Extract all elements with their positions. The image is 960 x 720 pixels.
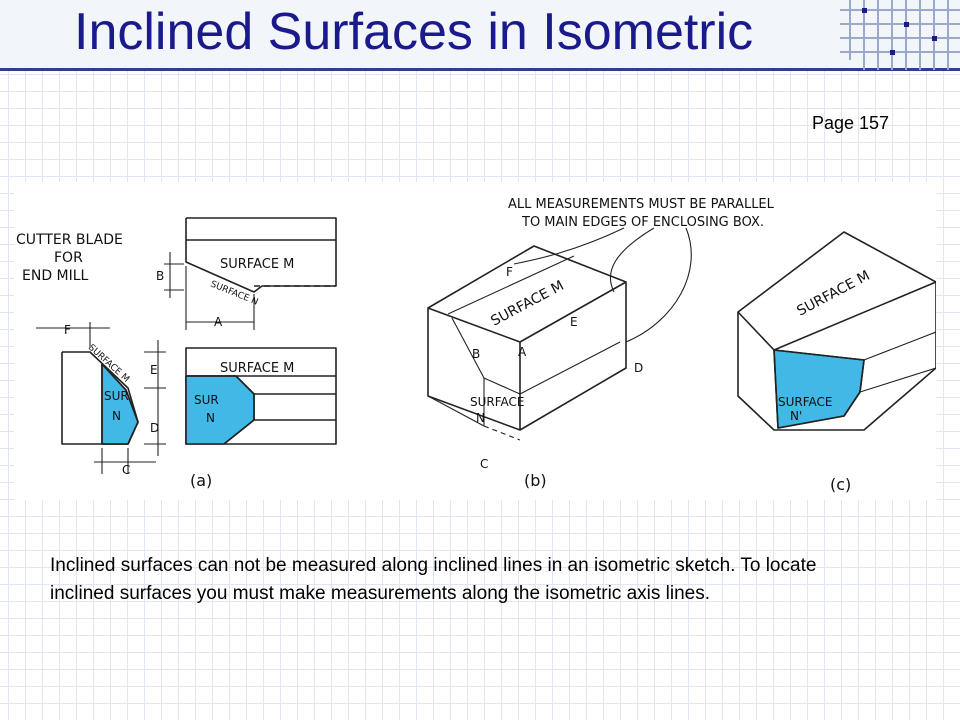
dim-d-label-b: D [634, 361, 643, 375]
corner-decoration [840, 0, 960, 70]
callout-line1: ALL MEASUREMENTS MUST BE PARALLEL [508, 197, 775, 212]
figure-drawing: CUTTER BLADE FOR END MILL SURFACE M SURF… [16, 197, 936, 494]
dim-c-label-b: C [480, 457, 488, 471]
part-label-line1: CUTTER BLADE [16, 232, 123, 248]
label-surface-m-front: SURFACE M [220, 361, 294, 376]
part-label-line3: END MILL [22, 268, 89, 284]
dim-d-label: D [150, 421, 159, 435]
dim-b-label: B [156, 269, 164, 283]
dim-a-label: A [214, 315, 223, 329]
label-sur-side: SUR [104, 389, 129, 403]
dim-a-view-a [185, 266, 255, 330]
label-surface-b: SURFACE [470, 395, 525, 409]
label-n-front: N [206, 411, 215, 425]
label-sur-front: SUR [194, 393, 219, 407]
dim-e-view-a [144, 340, 166, 400]
view-a-caption: (a) [190, 471, 212, 490]
view-a-side [61, 351, 139, 445]
view-b-box [427, 245, 627, 441]
view-c-box [737, 231, 936, 431]
callout-line2: TO MAIN EDGES OF ENCLOSING BOX. [521, 215, 764, 230]
dim-b-label-b: B [472, 347, 480, 361]
callout-leaders [513, 227, 692, 343]
dim-c-view-a [94, 448, 156, 474]
label-surface-m-c: SURFACE M [794, 268, 872, 320]
label-n-b: N [476, 411, 485, 425]
inclined-surfaces-figure: CUTTER BLADE FOR END MILL SURFACE M SURF… [14, 182, 936, 500]
body-paragraph: Inclined surfaces can not be measured al… [50, 555, 817, 604]
view-a-top [185, 217, 337, 293]
dim-c-label: C [122, 463, 130, 477]
dim-e-label: E [150, 363, 158, 377]
label-surface-m-top: SURFACE M [220, 257, 294, 272]
view-b-caption: (b) [524, 471, 547, 490]
dim-e-label-b: E [570, 315, 578, 329]
page-reference: Page 157 [812, 113, 890, 133]
label-n-side: N [112, 409, 121, 423]
dim-d-view-a [144, 400, 166, 456]
label-surface-c: SURFACE [778, 395, 833, 409]
view-c-caption: (c) [830, 475, 851, 494]
slide-title: Inclined Surfaces in Isometric [74, 3, 754, 61]
part-label-line2: FOR [54, 250, 83, 266]
view-a-front [185, 347, 337, 445]
label-n-prime-c: N' [790, 409, 802, 423]
dim-f-view-a [36, 322, 110, 348]
title-band: Inclined Surfaces in Isometric [0, 0, 960, 71]
dim-f-label: F [64, 323, 71, 337]
dim-a-label-b: A [518, 345, 527, 359]
dim-b-view-a [164, 252, 184, 298]
dim-f-label-b: F [506, 265, 513, 279]
